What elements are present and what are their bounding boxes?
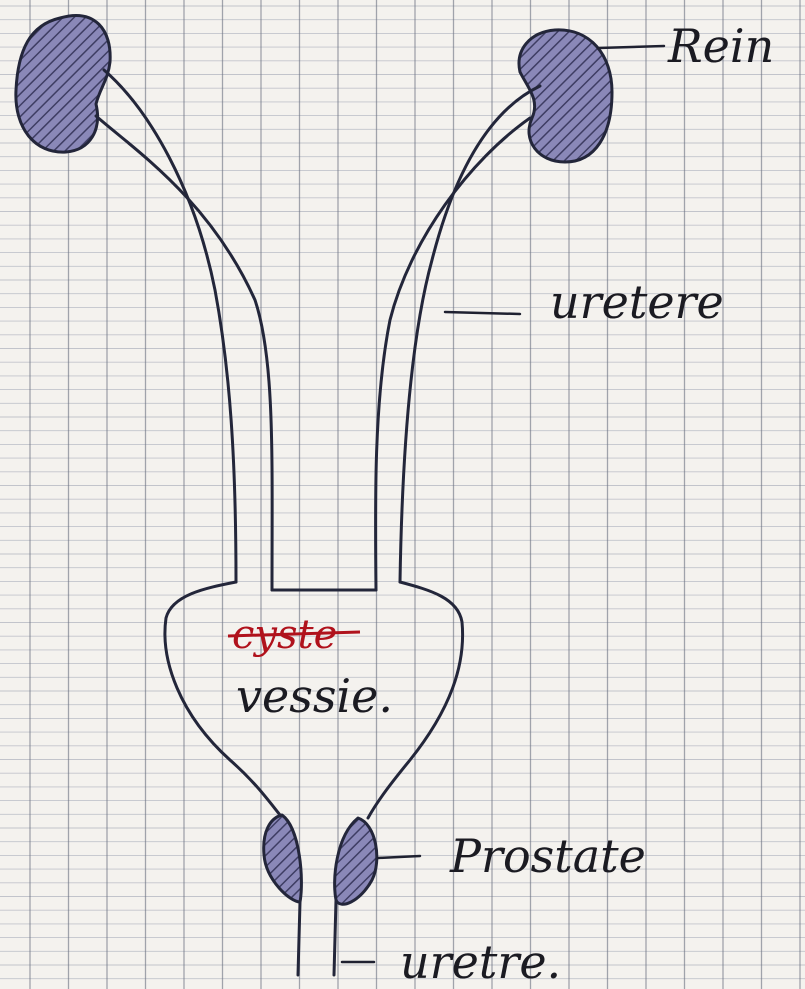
label-prostate: Prostate — [449, 829, 646, 883]
label-uretere: uretere — [550, 275, 724, 329]
urethra-right — [334, 900, 336, 975]
label-rein: Rein — [667, 19, 774, 73]
right-ureter-inner — [376, 118, 530, 590]
right-kidney — [519, 30, 612, 162]
label-uretre: uretre. — [400, 935, 561, 989]
left-kidney — [16, 16, 110, 153]
label-vessie: vessie. — [236, 669, 393, 723]
prostate-right-lobe — [335, 818, 377, 904]
prostate-leader — [378, 856, 420, 858]
left-ureter-outer — [104, 70, 236, 582]
uretere-leader — [445, 312, 520, 314]
urethra-left — [298, 902, 300, 975]
right-ureter-outer — [400, 86, 540, 582]
